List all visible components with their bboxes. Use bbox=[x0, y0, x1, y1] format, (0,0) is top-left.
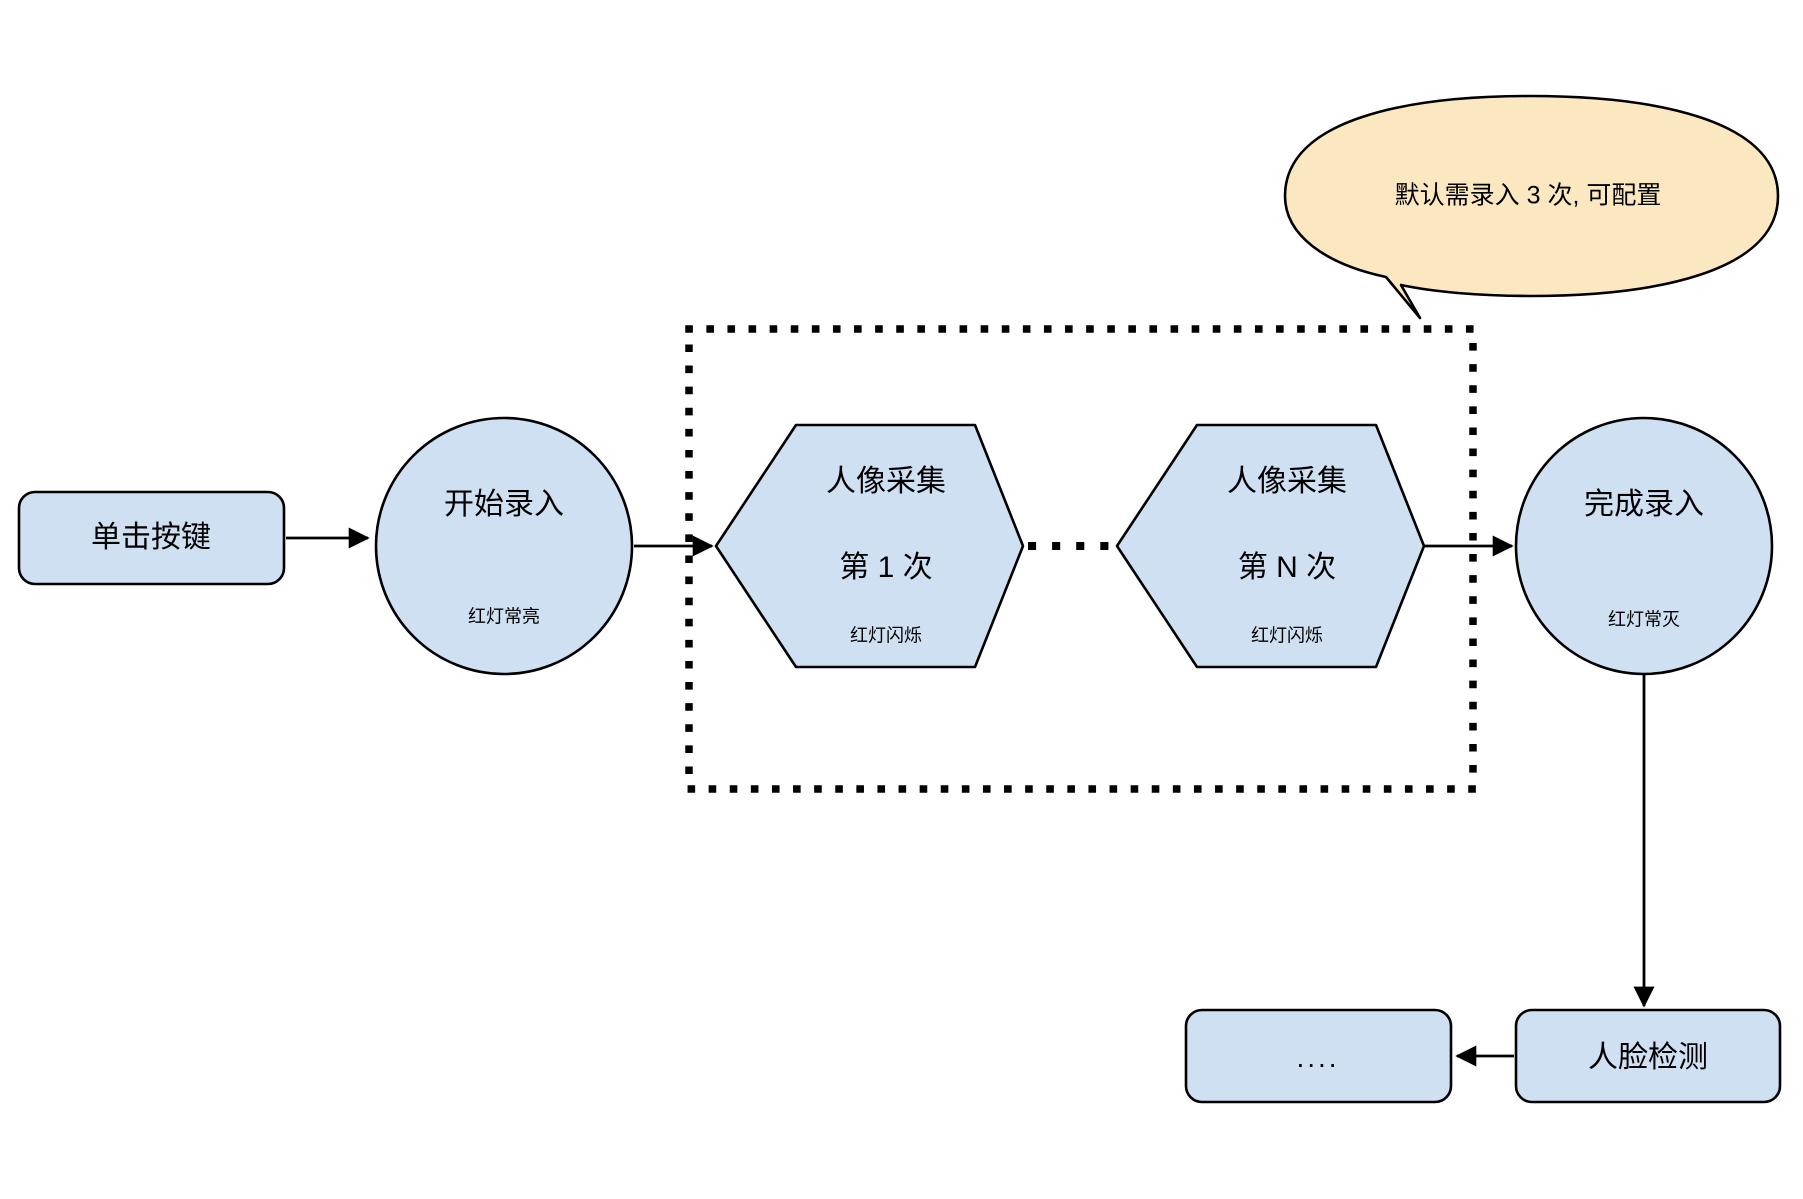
callout-bubble-shape bbox=[1283, 94, 1780, 320]
node-face-detect-shape[interactable] bbox=[1514, 1008, 1782, 1104]
node-start-enroll-shape[interactable] bbox=[374, 416, 634, 676]
node-finish-enroll-shape[interactable] bbox=[1514, 416, 1774, 676]
node-press-key-shape[interactable] bbox=[17, 490, 286, 586]
node-capture-first-shape[interactable] bbox=[714, 423, 1025, 669]
node-more-steps-shape[interactable] bbox=[1184, 1008, 1453, 1104]
loop-group-boundary bbox=[685, 325, 1477, 793]
node-capture-nth-shape[interactable] bbox=[1115, 423, 1426, 669]
